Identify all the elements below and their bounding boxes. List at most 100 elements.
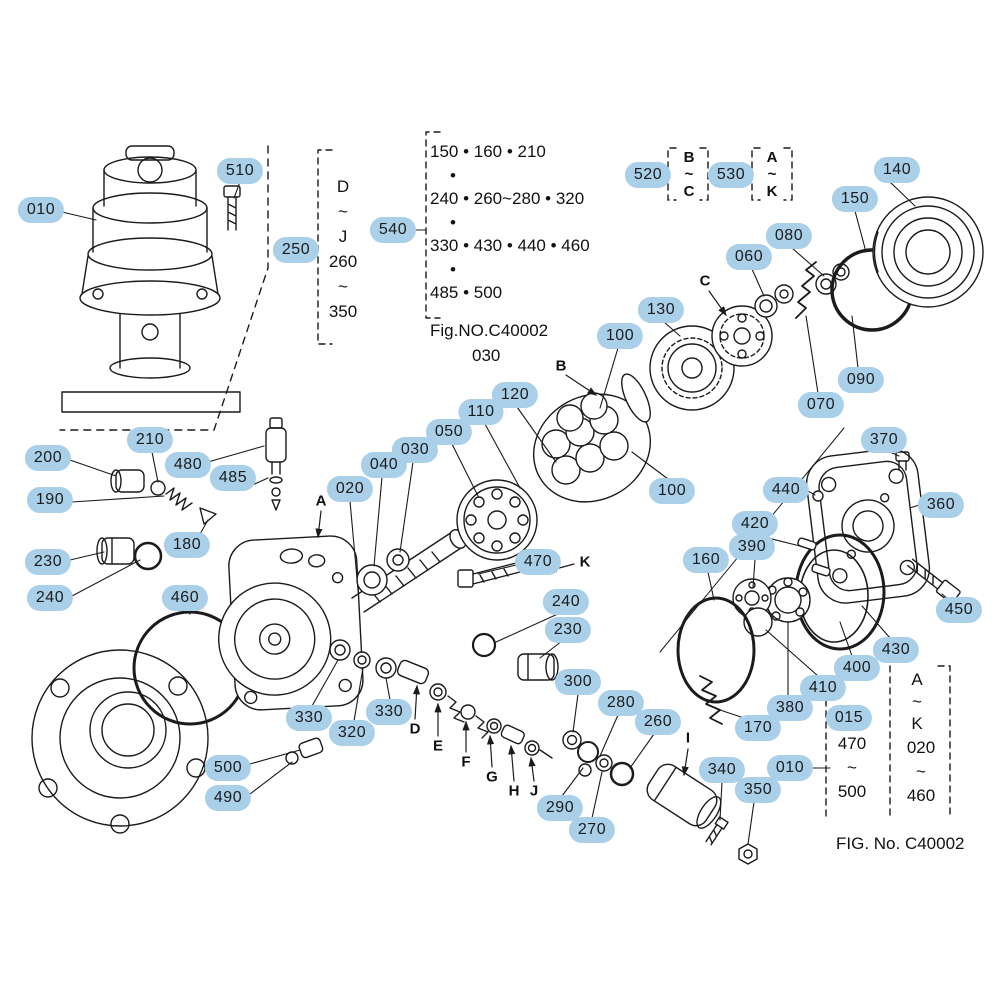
part-callout-300[interactable]: 300 [554,669,602,695]
pump-housing-part [218,535,364,711]
part-callout-100[interactable]: 100 [648,478,696,504]
part-callout-150[interactable]: 150 [831,186,879,212]
part-callout-440[interactable]: 440 [762,477,810,503]
part-callout-500[interactable]: 500 [204,755,252,781]
part-callout-470[interactable]: 470 [514,549,562,575]
ref-letter-D: D [409,720,421,738]
part-callout-480[interactable]: 480 [164,452,212,478]
relief-valve-480-part [265,417,287,511]
part-callout-360[interactable]: 360 [917,492,965,518]
part-callout-250[interactable]: 250 [272,237,320,263]
part-callout-450[interactable]: 450 [935,597,983,623]
part-callout-140[interactable]: 140 [873,157,921,183]
piston-I-part [646,763,722,829]
part-callout-180[interactable]: 180 [163,532,211,558]
part-callout-430[interactable]: 430 [872,637,920,663]
part-callout-485[interactable]: 485 [209,465,257,491]
part-callout-080[interactable]: 080 [765,223,813,249]
left-plug-group [96,469,217,571]
leader-lines [61,181,949,845]
part-callout-270[interactable]: 270 [568,817,616,843]
pulley-drum-part [872,196,984,308]
range-block-dj: D ~ J 260 ~ 350 [328,177,358,321]
part-callout-160[interactable]: 160 [682,547,730,573]
valve-plate-part [621,373,651,423]
part-callout-100[interactable]: 100 [596,323,644,349]
part-callout-350[interactable]: 350 [734,777,782,803]
part-callout-240[interactable]: 240 [26,585,74,611]
part-callout-510[interactable]: 510 [216,158,264,184]
part-callout-010[interactable]: 010 [766,755,814,781]
range-block-ak-top: A ~ K [766,149,778,200]
end-cover-part [805,448,931,604]
part-callout-490[interactable]: 490 [204,785,252,811]
part-callout-170[interactable]: 170 [734,715,782,741]
part-callout-090[interactable]: 090 [837,367,885,393]
ring-gear-part [649,325,735,411]
model-list-540: 150 • 160 • 210 • 240 • 260~280 • 320 • … [430,142,590,302]
pin-440-part [812,490,824,502]
bolt-340-part [705,816,729,846]
bearing-030-040-parts [356,548,410,596]
range-block-bc: B ~ C [683,149,695,200]
part-callout-190[interactable]: 190 [26,487,74,513]
figure-number-inline: Fig.NO.C40002 030 [430,321,549,365]
rear-cover-part [31,649,209,834]
ref-letter-I: I [685,729,691,747]
plug-230b-part [517,653,559,681]
ref-letter-B: B [555,357,567,375]
part-callout-520[interactable]: 520 [624,162,672,188]
ref-letter-H: H [508,782,520,800]
ref-letter-K: K [579,553,591,571]
range-block-ak-right: A ~ K [911,670,923,733]
part-callout-240[interactable]: 240 [542,589,590,615]
figure-number-bottom: FIG. No. C40002 [836,834,965,853]
part-callout-340[interactable]: 340 [698,757,746,783]
ref-letter-G: G [486,768,498,786]
part-callout-330[interactable]: 330 [285,705,333,731]
part-callout-015[interactable]: 015 [825,705,873,731]
part-callout-020[interactable]: 020 [326,476,374,502]
plug-370-part [895,451,910,471]
part-callout-460[interactable]: 460 [161,585,209,611]
part-callout-210[interactable]: 210 [126,427,174,453]
part-callout-230[interactable]: 230 [544,617,592,643]
bearing-holder-plate-part [456,479,538,561]
part-callout-070[interactable]: 070 [797,392,845,418]
part-callout-230[interactable]: 230 [24,549,72,575]
part-callout-060[interactable]: 060 [725,244,773,270]
part-callout-370[interactable]: 370 [860,427,908,453]
part-callout-040[interactable]: 040 [360,452,408,478]
bolt-470-part [457,561,521,588]
part-callout-320[interactable]: 320 [328,720,376,746]
part-callout-130[interactable]: 130 [637,297,685,323]
range-block-020-460: 020 ~ 460 [906,738,936,805]
ref-letter-C: C [699,272,711,290]
part-callout-260[interactable]: 260 [634,709,682,735]
pins-420-parts [797,537,831,577]
bolt-510-part [223,185,241,231]
part-callout-200[interactable]: 200 [24,445,72,471]
part-callout-050[interactable]: 050 [425,419,473,445]
part-callout-410[interactable]: 410 [799,675,847,701]
part-callout-330[interactable]: 330 [365,699,413,725]
part-callout-420[interactable]: 420 [731,511,779,537]
range-block-470-500: 470 ~ 500 [837,734,867,801]
spring-170-part [699,675,723,725]
part-callout-540[interactable]: 540 [369,217,417,243]
part-callout-290[interactable]: 290 [536,795,584,821]
o-ring-240b-part [471,632,497,658]
part-callout-530[interactable]: 530 [707,162,755,188]
part-callout-280[interactable]: 280 [597,690,645,716]
part-callout-400[interactable]: 400 [833,655,881,681]
ref-letter-A: A [315,492,327,510]
ref-letter-J: J [529,782,539,800]
piston-block-part [532,392,652,503]
part-callout-390[interactable]: 390 [728,534,776,560]
part-callout-010[interactable]: 010 [17,197,65,223]
o-ring-160-part [676,596,756,704]
timing-gear-part [711,305,773,367]
ref-letter-E: E [432,737,444,755]
spool-valve-train-parts [329,639,553,759]
